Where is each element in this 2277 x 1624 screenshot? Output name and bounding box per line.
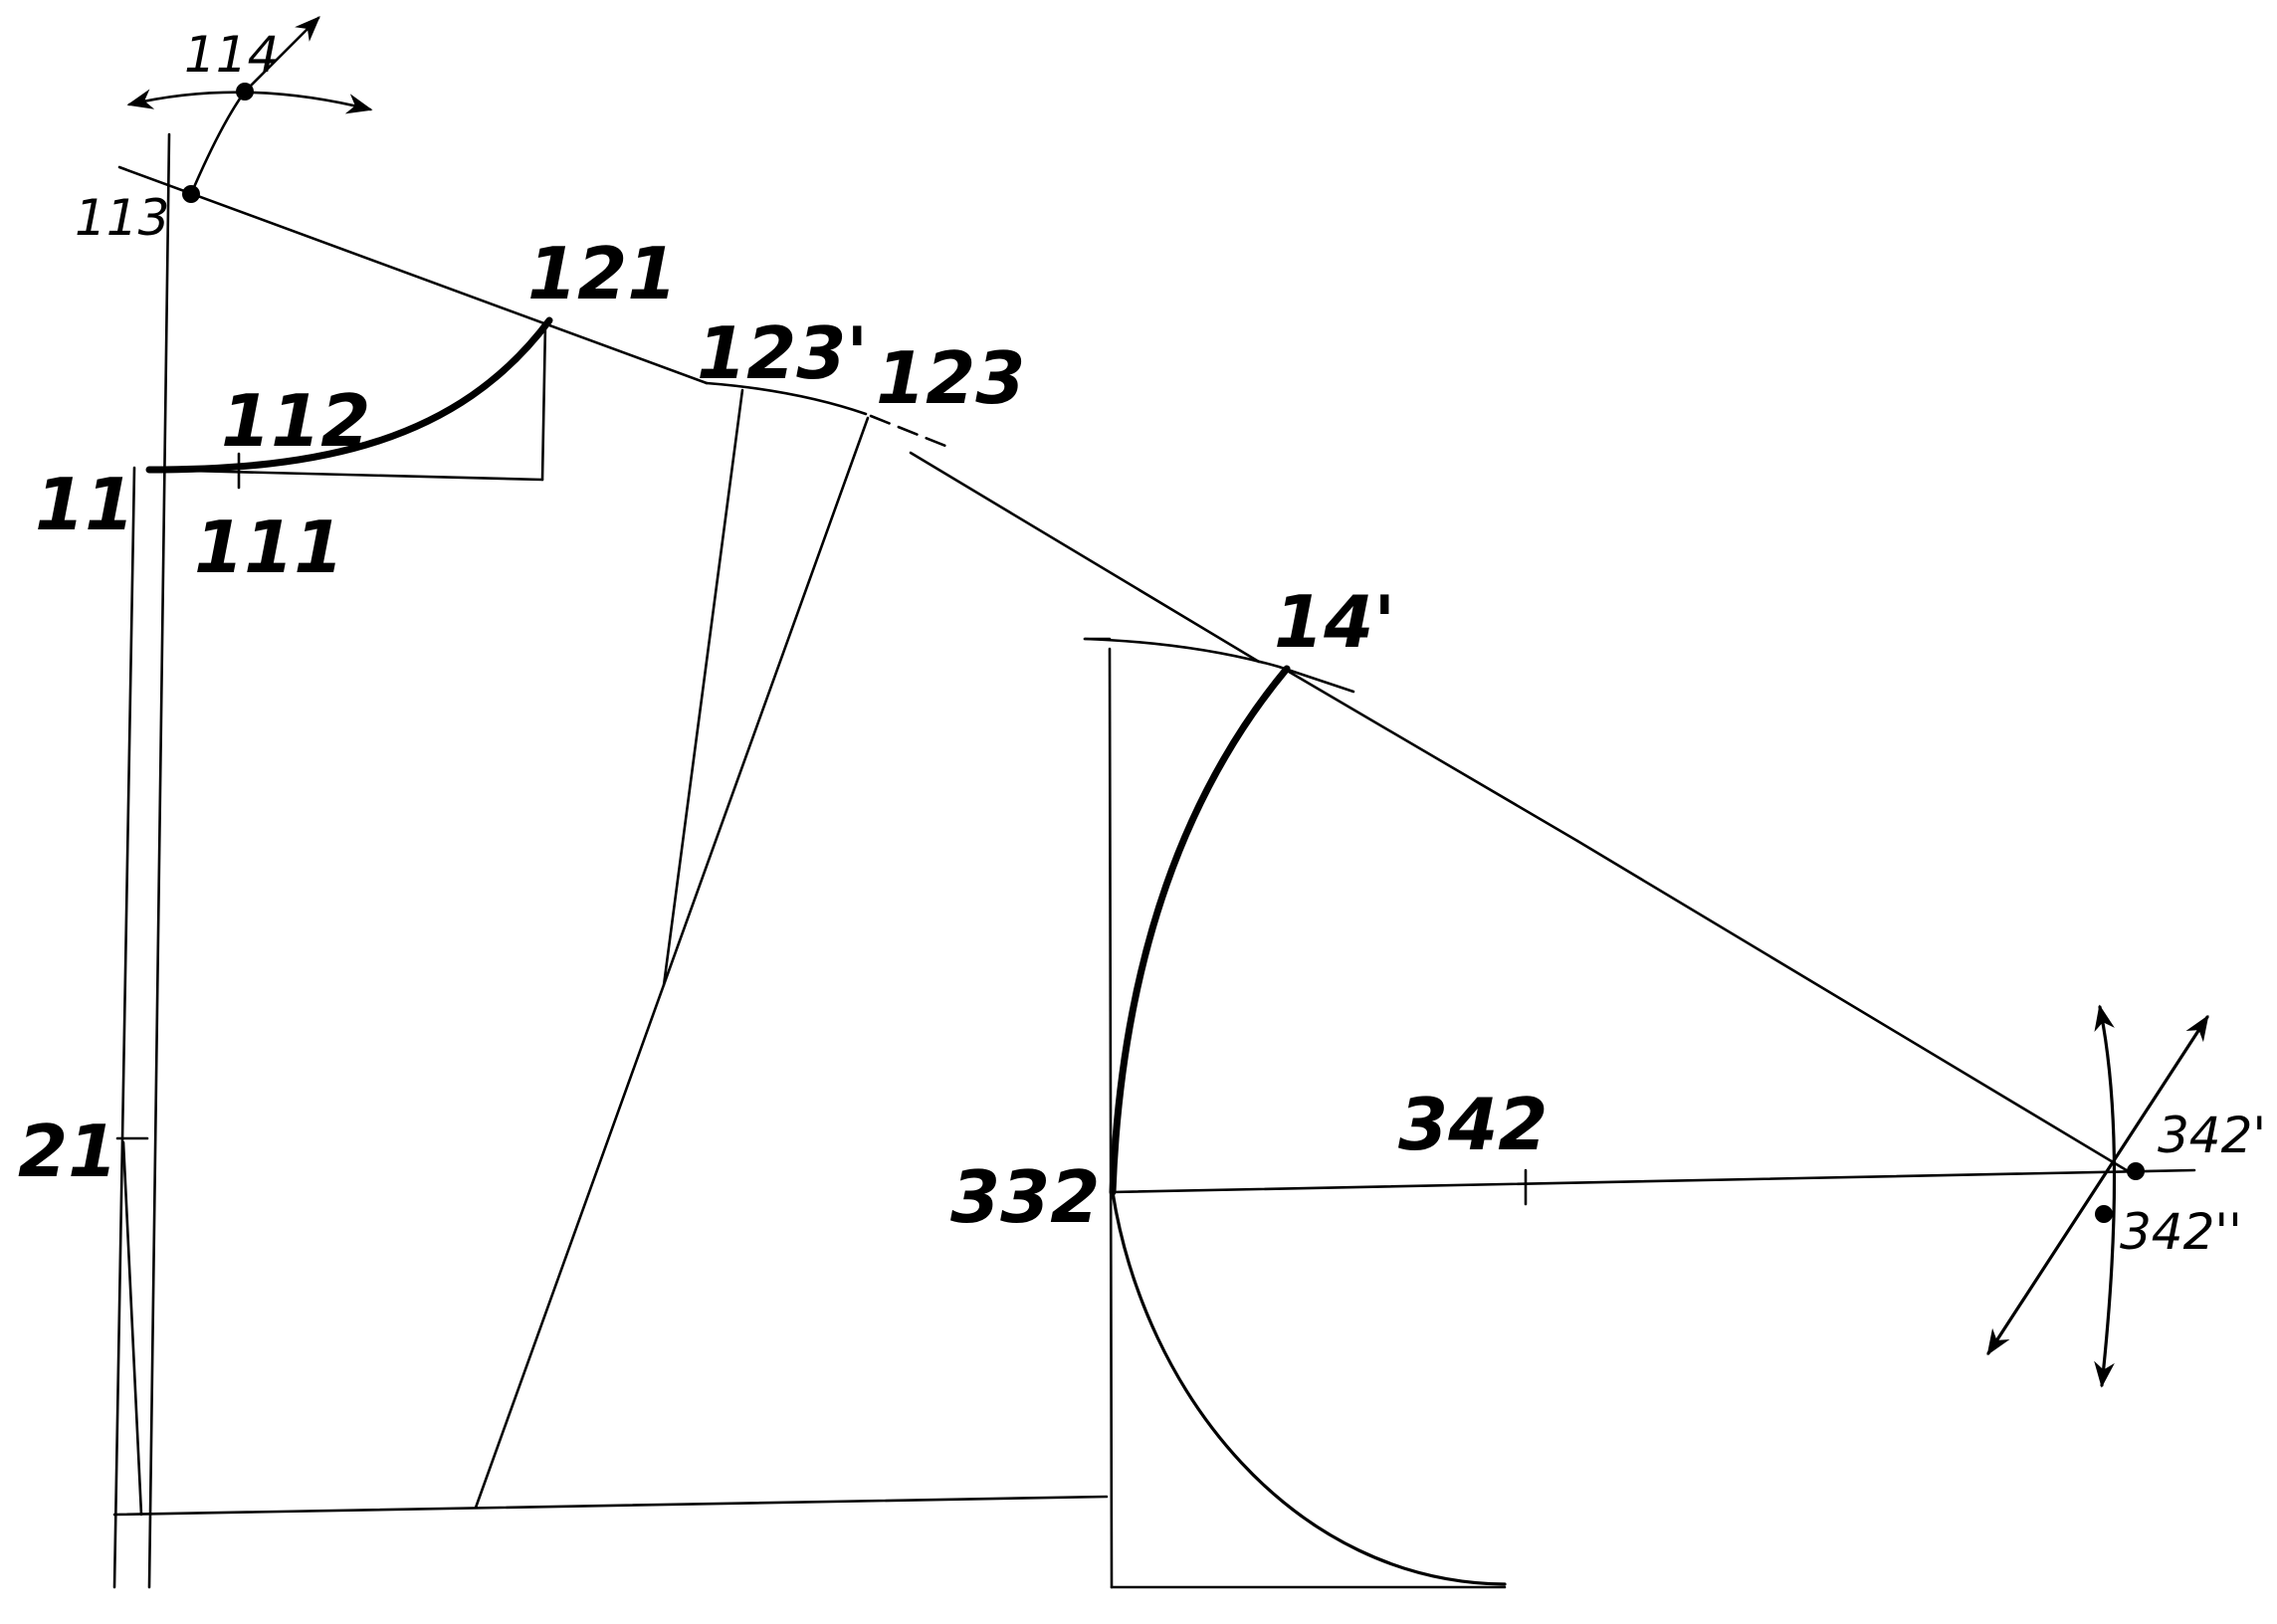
point-114-dot [236,83,254,101]
neck-vertical [540,321,547,482]
shoulder-dash [869,414,947,448]
line-332-342 [1110,1168,2196,1194]
neck-curve [145,316,553,474]
label-112: 112 [221,379,370,463]
label-111: 111 [194,506,343,589]
line-14-342-b [1575,839,2132,1174]
shoulder-curve-123 [705,381,868,416]
label-123a: 123' [697,311,868,395]
line-123-down [474,416,870,1510]
point-113-dot [182,185,200,203]
line-123a-down [662,388,744,987]
slope-line-123-14 [909,451,1261,664]
line-14-342 [1282,667,1579,843]
arc-14 [1083,637,1355,694]
armhole-vertical [1108,647,1114,1589]
bottom-line [112,1495,1109,1517]
left-vertical-line-lower [121,1140,143,1517]
label-332: 332 [950,1155,1100,1239]
left-vertical-line-inner [112,466,136,1589]
label-342b: 342'' [2120,1203,2242,1261]
label-11: 11 [35,463,134,546]
point-342a-dot [2127,1162,2145,1180]
arc-342-diag [1986,1014,2209,1356]
label-123: 123 [876,336,1025,420]
armhole-curve-upper [1109,665,1291,1196]
label-342: 342 [1398,1083,1548,1166]
left-vertical-line-outer [147,132,171,1589]
arc-342-vertical [2094,1004,2117,1388]
neck-base-line [147,468,544,482]
shoulder-line [117,165,709,385]
point-342b-dot [2095,1205,2113,1223]
armhole-curve-lower [1111,1190,1507,1586]
label-14a: 14' [1274,580,1395,664]
label-121: 121 [527,232,677,315]
label-114: 114 [184,26,279,84]
label-21: 21 [18,1110,117,1193]
label-113: 113 [75,189,169,247]
label-342a: 342' [2158,1107,2266,1164]
